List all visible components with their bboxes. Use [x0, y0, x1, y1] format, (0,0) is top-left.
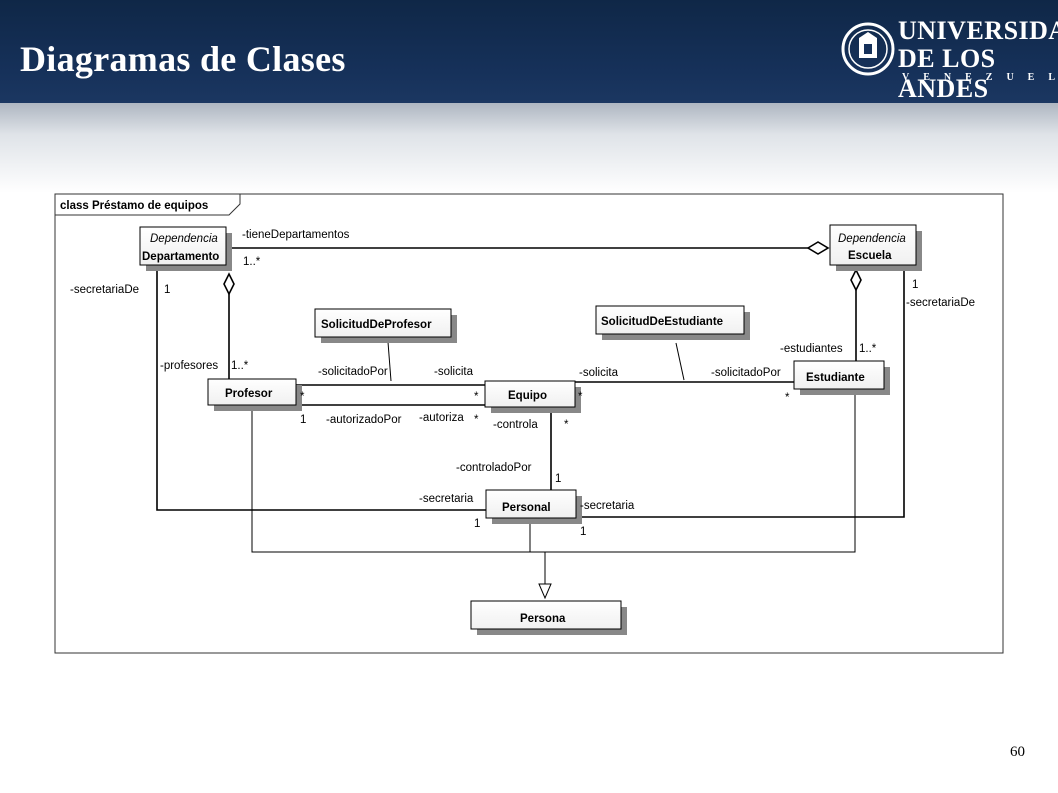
class-solicitud-de-estudiante[interactable]: SolicitudDeEstudiante — [595, 305, 750, 340]
label-equipo-right-star: * — [578, 391, 583, 403]
label-solicitado-por-left: -solicitadoPor — [318, 366, 388, 378]
association-labels: -tieneDepartamentos 1..* -secretariaDe 1… — [70, 229, 975, 538]
label-solicita-left: -solicita — [434, 366, 474, 378]
label-tiene-departamentos-mult: 1..* — [243, 256, 261, 268]
equipo-name: Equipo — [508, 390, 547, 402]
label-secretaria-right-mult: 1 — [580, 526, 586, 538]
label-controla-mult: * — [564, 419, 569, 431]
label-secretaria-de-left: -secretariaDe — [70, 284, 139, 296]
solicitud-de-profesor-name: SolicitudDeProfesor — [321, 319, 432, 331]
departamento-stereotype: Dependencia — [150, 233, 218, 245]
label-prof-mult-star: * — [300, 391, 305, 403]
label-controlado-por: -controladoPor — [456, 462, 532, 474]
label-autorizado-por: -autorizadoPor — [326, 414, 402, 426]
logo-text-line1: UNIVERSIDAD — [898, 16, 1058, 45]
label-prof-mult-one: 1 — [300, 414, 306, 426]
label-secretaria-right: -secretaria — [580, 500, 635, 512]
label-secretaria-left: -secretaria — [419, 493, 474, 505]
label-autoriza: -autoriza — [419, 412, 464, 424]
class-equipo[interactable]: Equipo — [484, 380, 581, 413]
label-secretaria-de-right: -secretariaDe — [906, 297, 975, 309]
profesor-name: Profesor — [225, 388, 273, 400]
escuela-name: Escuela — [848, 250, 892, 262]
associations — [156, 241, 905, 518]
solicitud-de-estudiante-name: SolicitudDeEstudiante — [601, 316, 723, 328]
class-profesor[interactable]: Profesor — [207, 378, 302, 411]
persona-name: Persona — [520, 613, 566, 625]
label-controlado-por-mult: 1 — [555, 473, 561, 485]
label-profesores-mult: 1..* — [231, 360, 249, 372]
label-secretaria-left-mult: 1 — [474, 518, 480, 530]
label-tiene-departamentos: -tieneDepartamentos — [242, 229, 350, 241]
class-departamento[interactable]: Dependencia Departamento — [139, 226, 232, 271]
label-equipo-mult-star1: * — [474, 391, 479, 403]
logo-text-line2: DE LOS ANDES — [898, 44, 996, 103]
departamento-name: Departamento — [142, 251, 219, 263]
class-persona[interactable]: Persona — [470, 600, 627, 635]
seal-icon — [841, 22, 895, 76]
personal-name: Personal — [502, 502, 551, 514]
class-personal[interactable]: Personal — [485, 489, 582, 524]
header-shadow — [0, 103, 1058, 193]
label-equipo-mult-star2: * — [474, 414, 479, 426]
slide-title: Diagramas de Clases — [20, 39, 346, 79]
page-number: 60 — [1010, 744, 1025, 760]
class-solicitud-de-profesor[interactable]: SolicitudDeProfesor — [314, 308, 457, 343]
label-solicitado-por-right: -solicitadoPor — [711, 367, 781, 379]
estudiante-name: Estudiante — [806, 372, 865, 384]
label-profesores: -profesores — [160, 360, 218, 372]
frame-title: class Préstamo de equipos — [60, 200, 208, 212]
label-estudiante-star: * — [785, 392, 790, 404]
escuela-stereotype: Dependencia — [838, 233, 906, 245]
label-solicita-right: -solicita — [579, 367, 619, 379]
class-estudiante[interactable]: Estudiante — [793, 360, 890, 395]
label-controla: -controla — [493, 419, 538, 431]
label-estudiantes: -estudiantes — [780, 343, 843, 355]
class-escuela[interactable]: Dependencia Escuela — [829, 224, 922, 271]
association-class-links — [387, 341, 685, 382]
label-estudiantes-mult: 1..* — [859, 343, 877, 355]
frame-tab — [55, 194, 241, 216]
generalization — [251, 391, 856, 600]
label-secretaria-de-left-mult: 1 — [164, 284, 170, 296]
logo-text-line3: VENEZUELA — [902, 72, 1058, 83]
label-secretaria-de-right-mult: 1 — [912, 279, 918, 291]
slide-header — [0, 0, 1058, 103]
university-logo: UNIVERSIDAD DE LOS ANDES VENEZUELA — [840, 14, 1058, 103]
